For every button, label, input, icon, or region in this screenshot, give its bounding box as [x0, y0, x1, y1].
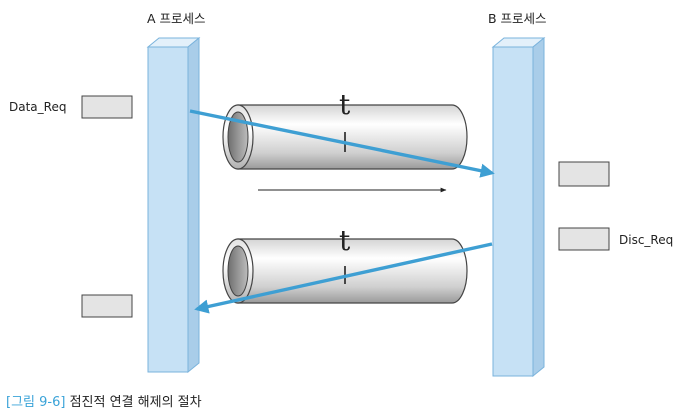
upper-tube-t-label: t [339, 88, 351, 121]
process-b-label: B 프로세스 [488, 11, 547, 26]
a-bottom-box [81, 294, 133, 318]
figure-title: 점진적 연결 해제의 절차 [69, 395, 202, 410]
process-a-label: A 프로세스 [147, 11, 206, 26]
process-a-bar [146, 36, 201, 374]
data-req-label: Data_Req [9, 100, 67, 114]
process-b-bar [491, 36, 546, 378]
lower-tube-t-label: t [339, 224, 351, 257]
data-req-arrow [189, 109, 495, 178]
disc-req-arrow [194, 242, 493, 314]
data-req-box [81, 95, 133, 119]
disc-req-label: Disc_Req [619, 233, 674, 247]
figure-caption: [그림 9-6] 점진적 연결 해제의 절차 [6, 396, 202, 410]
disc-req-box [558, 227, 610, 251]
b-upper-box [558, 161, 610, 187]
figure-number: [그림 9-6] [6, 395, 66, 410]
